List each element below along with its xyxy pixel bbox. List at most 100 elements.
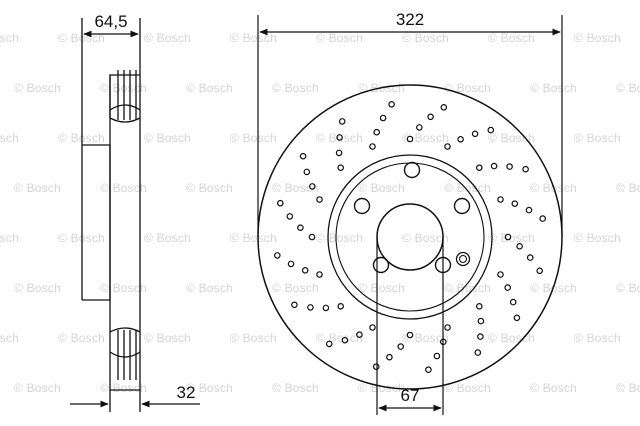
watermark: © Bosch xyxy=(488,331,535,345)
drill-hole xyxy=(273,252,281,259)
drill-hole xyxy=(369,324,376,331)
drill-hole xyxy=(522,165,529,173)
drill-hole xyxy=(477,333,484,340)
drill-hole xyxy=(516,243,523,250)
drill-hole xyxy=(536,267,544,275)
drill-hole xyxy=(308,233,316,241)
watermark: © Bosch xyxy=(316,131,363,145)
watermark: © Bosch xyxy=(0,131,19,145)
thickness-value: 64,5 xyxy=(94,12,127,31)
watermark: © Bosch xyxy=(186,281,233,295)
drill-hole xyxy=(525,206,533,214)
drill-hole xyxy=(373,128,381,136)
watermark: © Bosch xyxy=(574,31,621,45)
locating-screw-hole xyxy=(455,251,471,267)
watermark: © Bosch xyxy=(616,281,640,295)
watermark: © Bosch xyxy=(530,381,577,395)
hat-section xyxy=(82,144,111,301)
drill-hole xyxy=(444,143,451,150)
watermark: © Bosch xyxy=(230,331,277,345)
hat-inner-edge xyxy=(335,162,485,312)
rib-break xyxy=(109,117,141,123)
watermark: © Bosch xyxy=(444,181,491,195)
watermark: © Bosch xyxy=(144,331,191,345)
drill-hole xyxy=(427,113,434,121)
drill-hole xyxy=(504,233,512,241)
drill-hole xyxy=(286,213,294,220)
bolt-hole xyxy=(353,197,371,215)
drill-hole xyxy=(444,324,451,331)
drill-hole xyxy=(299,152,307,160)
drill-hole xyxy=(291,301,298,309)
watermark: © Bosch xyxy=(358,181,405,195)
min-thickness-dimension: 32 xyxy=(70,383,200,408)
drill-hole xyxy=(504,284,512,291)
drill-hole xyxy=(526,254,534,261)
watermark: © Bosch xyxy=(58,331,105,345)
watermark: © Bosch xyxy=(616,181,640,195)
rib-break xyxy=(109,104,141,111)
drill-hole xyxy=(276,199,284,207)
watermark: © Bosch xyxy=(230,231,277,245)
watermark: © Bosch xyxy=(14,381,61,395)
disc-outer-edge xyxy=(257,84,563,390)
watermark: © Bosch xyxy=(14,181,61,195)
watermark: © Bosch xyxy=(574,231,621,245)
watermark: © Bosch xyxy=(574,331,621,345)
drill-hole xyxy=(406,331,414,339)
hub-diameter-dimension: 67 xyxy=(376,237,444,415)
watermark: © Bosch xyxy=(272,281,319,295)
drill-hole xyxy=(471,130,479,138)
front-view xyxy=(257,84,563,390)
drill-hole xyxy=(497,196,504,203)
watermark: © Bosch xyxy=(358,381,405,395)
drill-hole xyxy=(490,162,498,170)
drill-hole xyxy=(307,304,314,311)
drill-hole xyxy=(379,114,387,122)
drill-hole xyxy=(338,118,346,125)
drill-hole xyxy=(406,135,414,143)
watermark: © Bosch xyxy=(444,281,491,295)
drill-hole xyxy=(475,302,483,310)
drill-hole xyxy=(497,271,504,278)
drill-hole xyxy=(308,183,316,190)
watermark: © Bosch xyxy=(14,81,61,95)
drill-hole xyxy=(337,164,345,172)
drill-hole xyxy=(415,124,423,131)
watermark: © Bosch xyxy=(272,381,319,395)
watermark: © Bosch xyxy=(0,31,19,45)
watermark: © Bosch xyxy=(616,381,640,395)
watermark: © Bosch xyxy=(530,81,577,95)
watermark: © Bosch xyxy=(100,281,147,295)
drill-hole xyxy=(457,136,464,143)
drill-hole xyxy=(386,353,393,361)
watermark: © Bosch xyxy=(444,381,491,395)
drill-hole xyxy=(316,196,323,203)
watermark: © Bosch xyxy=(358,281,405,295)
bolt-hole xyxy=(403,161,421,179)
bolt-hole xyxy=(372,256,390,274)
drill-hole xyxy=(388,101,395,108)
bolt-hole xyxy=(453,197,471,215)
thickness-dimension: 64,5 xyxy=(83,12,139,38)
watermark: © Bosch xyxy=(574,131,621,145)
watermark: © Bosch xyxy=(402,331,449,345)
watermark: © Bosch xyxy=(144,131,191,145)
drill-hole xyxy=(287,260,295,268)
drill-hole xyxy=(539,215,547,222)
watermark: © Bosch xyxy=(100,381,147,395)
watermark: © Bosch xyxy=(0,231,19,245)
watermark: © Bosch xyxy=(402,131,449,145)
watermark: © Bosch xyxy=(0,331,19,345)
drill-hole xyxy=(425,366,432,374)
diameter-dimension: 322 xyxy=(257,10,563,237)
watermark: © Bosch xyxy=(186,81,233,95)
drill-hole xyxy=(433,352,441,360)
drill-hole xyxy=(325,340,333,348)
watermark: © Bosch xyxy=(144,231,191,245)
hub-diameter-value: 67 xyxy=(401,386,420,405)
drill-hole xyxy=(511,200,519,208)
watermark: © Bosch xyxy=(488,231,535,245)
drill-hole xyxy=(297,224,304,232)
